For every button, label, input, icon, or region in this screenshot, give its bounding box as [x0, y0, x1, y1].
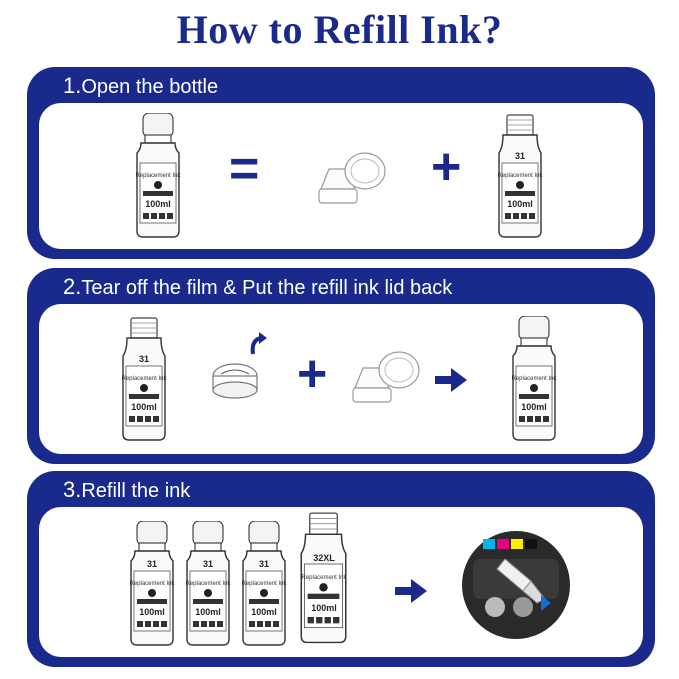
flip-cap-icon [318, 152, 386, 204]
step-1-content: Replacement Ink 100ml = + 31 Replacement… [39, 103, 643, 249]
step-1-label: 1.Open the bottle [63, 73, 218, 99]
right-arrow-icon [435, 368, 467, 392]
rotate-arrow-icon [250, 332, 267, 355]
bottle-subtitle: Replacement Ink [301, 575, 347, 581]
step-2-content: 31 Replacement Ink 100ml + Replacement I… [39, 304, 643, 454]
bottle-icon: 31 Replacement Ink 100ml [129, 521, 176, 646]
right-arrow-icon [395, 579, 427, 603]
bottle-model: 31 [139, 354, 149, 364]
bottle-model: 31 [203, 559, 213, 569]
plus-sign: + [431, 138, 462, 196]
bottle-subtitle: Replacement Ink [497, 173, 543, 179]
step-1-text: Open the bottle [81, 76, 219, 98]
bottle-model: 31 [147, 559, 157, 569]
step-2-number: 2. [63, 274, 82, 299]
bottle-icon: 32XL Replacement Ink 100ml [300, 512, 348, 644]
bottle-volume: 100ml [251, 607, 277, 617]
bottle-model-xl: 32XL [313, 553, 335, 563]
bottle-icon: 31 Replacement Ink 100ml [121, 317, 168, 441]
bottle-subtitle: Replacement Ink [129, 581, 175, 587]
step-2-panel: 2.Tear off the film & Put the refill ink… [27, 268, 655, 464]
step-3-label: 3.Refill the ink [63, 477, 190, 503]
bottle-subtitle: Replacement Ink [121, 376, 167, 382]
step-1-panel: 1.Open the bottle Replacement Ink 100ml … [27, 67, 655, 259]
bottle-icon: 31 Replacement Ink 100ml [241, 521, 288, 646]
bottle-volume: 100ml [139, 607, 165, 617]
bottle-volume: 100ml [521, 402, 547, 412]
bottle-subtitle: Replacement Ink [135, 173, 181, 179]
bottle-volume: 100ml [195, 607, 221, 617]
bottle-icon: 31 Replacement Ink 100ml [185, 521, 232, 646]
step-3-content: 31 Replacement Ink 100ml 31 Replacement … [39, 507, 643, 657]
bottle-volume: 100ml [507, 199, 533, 209]
plus-sign: + [297, 345, 328, 403]
bottle-model: 31 [515, 151, 525, 161]
step-1-number: 1. [63, 73, 82, 98]
printer-tank-icon [462, 531, 570, 639]
bottle-subtitle: Replacement Ink [185, 581, 231, 587]
bottle-icon: 31 Replacement Ink 100ml [497, 114, 544, 238]
step-3-number: 3. [63, 477, 82, 502]
step-2-label: 2.Tear off the film & Put the refill ink… [63, 274, 452, 300]
bottle-subtitle: Replacement Ink [241, 581, 287, 587]
flip-cap-icon [352, 351, 420, 403]
bottle-volume: 100ml [131, 402, 157, 412]
sealed-film-cap-icon [212, 363, 258, 399]
bottle-volume: 100ml [145, 199, 171, 209]
step-3-panel: 3.Refill the ink 31 Replacement Ink 100m… [27, 471, 655, 667]
bottle-volume: 100ml [311, 603, 337, 613]
equals-sign: = [229, 140, 260, 198]
step-3-text: Refill the ink [81, 480, 191, 502]
bottle-icon: Replacement Ink 100ml [511, 316, 558, 441]
bottle-model: 31 [259, 559, 269, 569]
bottle-icon: Replacement Ink 100ml [135, 113, 182, 238]
step-2-text: Tear off the film & Put the refill ink l… [81, 277, 453, 299]
page-title: How to Refill Ink? [176, 7, 503, 52]
bottle-subtitle: Replacement Ink [511, 376, 557, 382]
